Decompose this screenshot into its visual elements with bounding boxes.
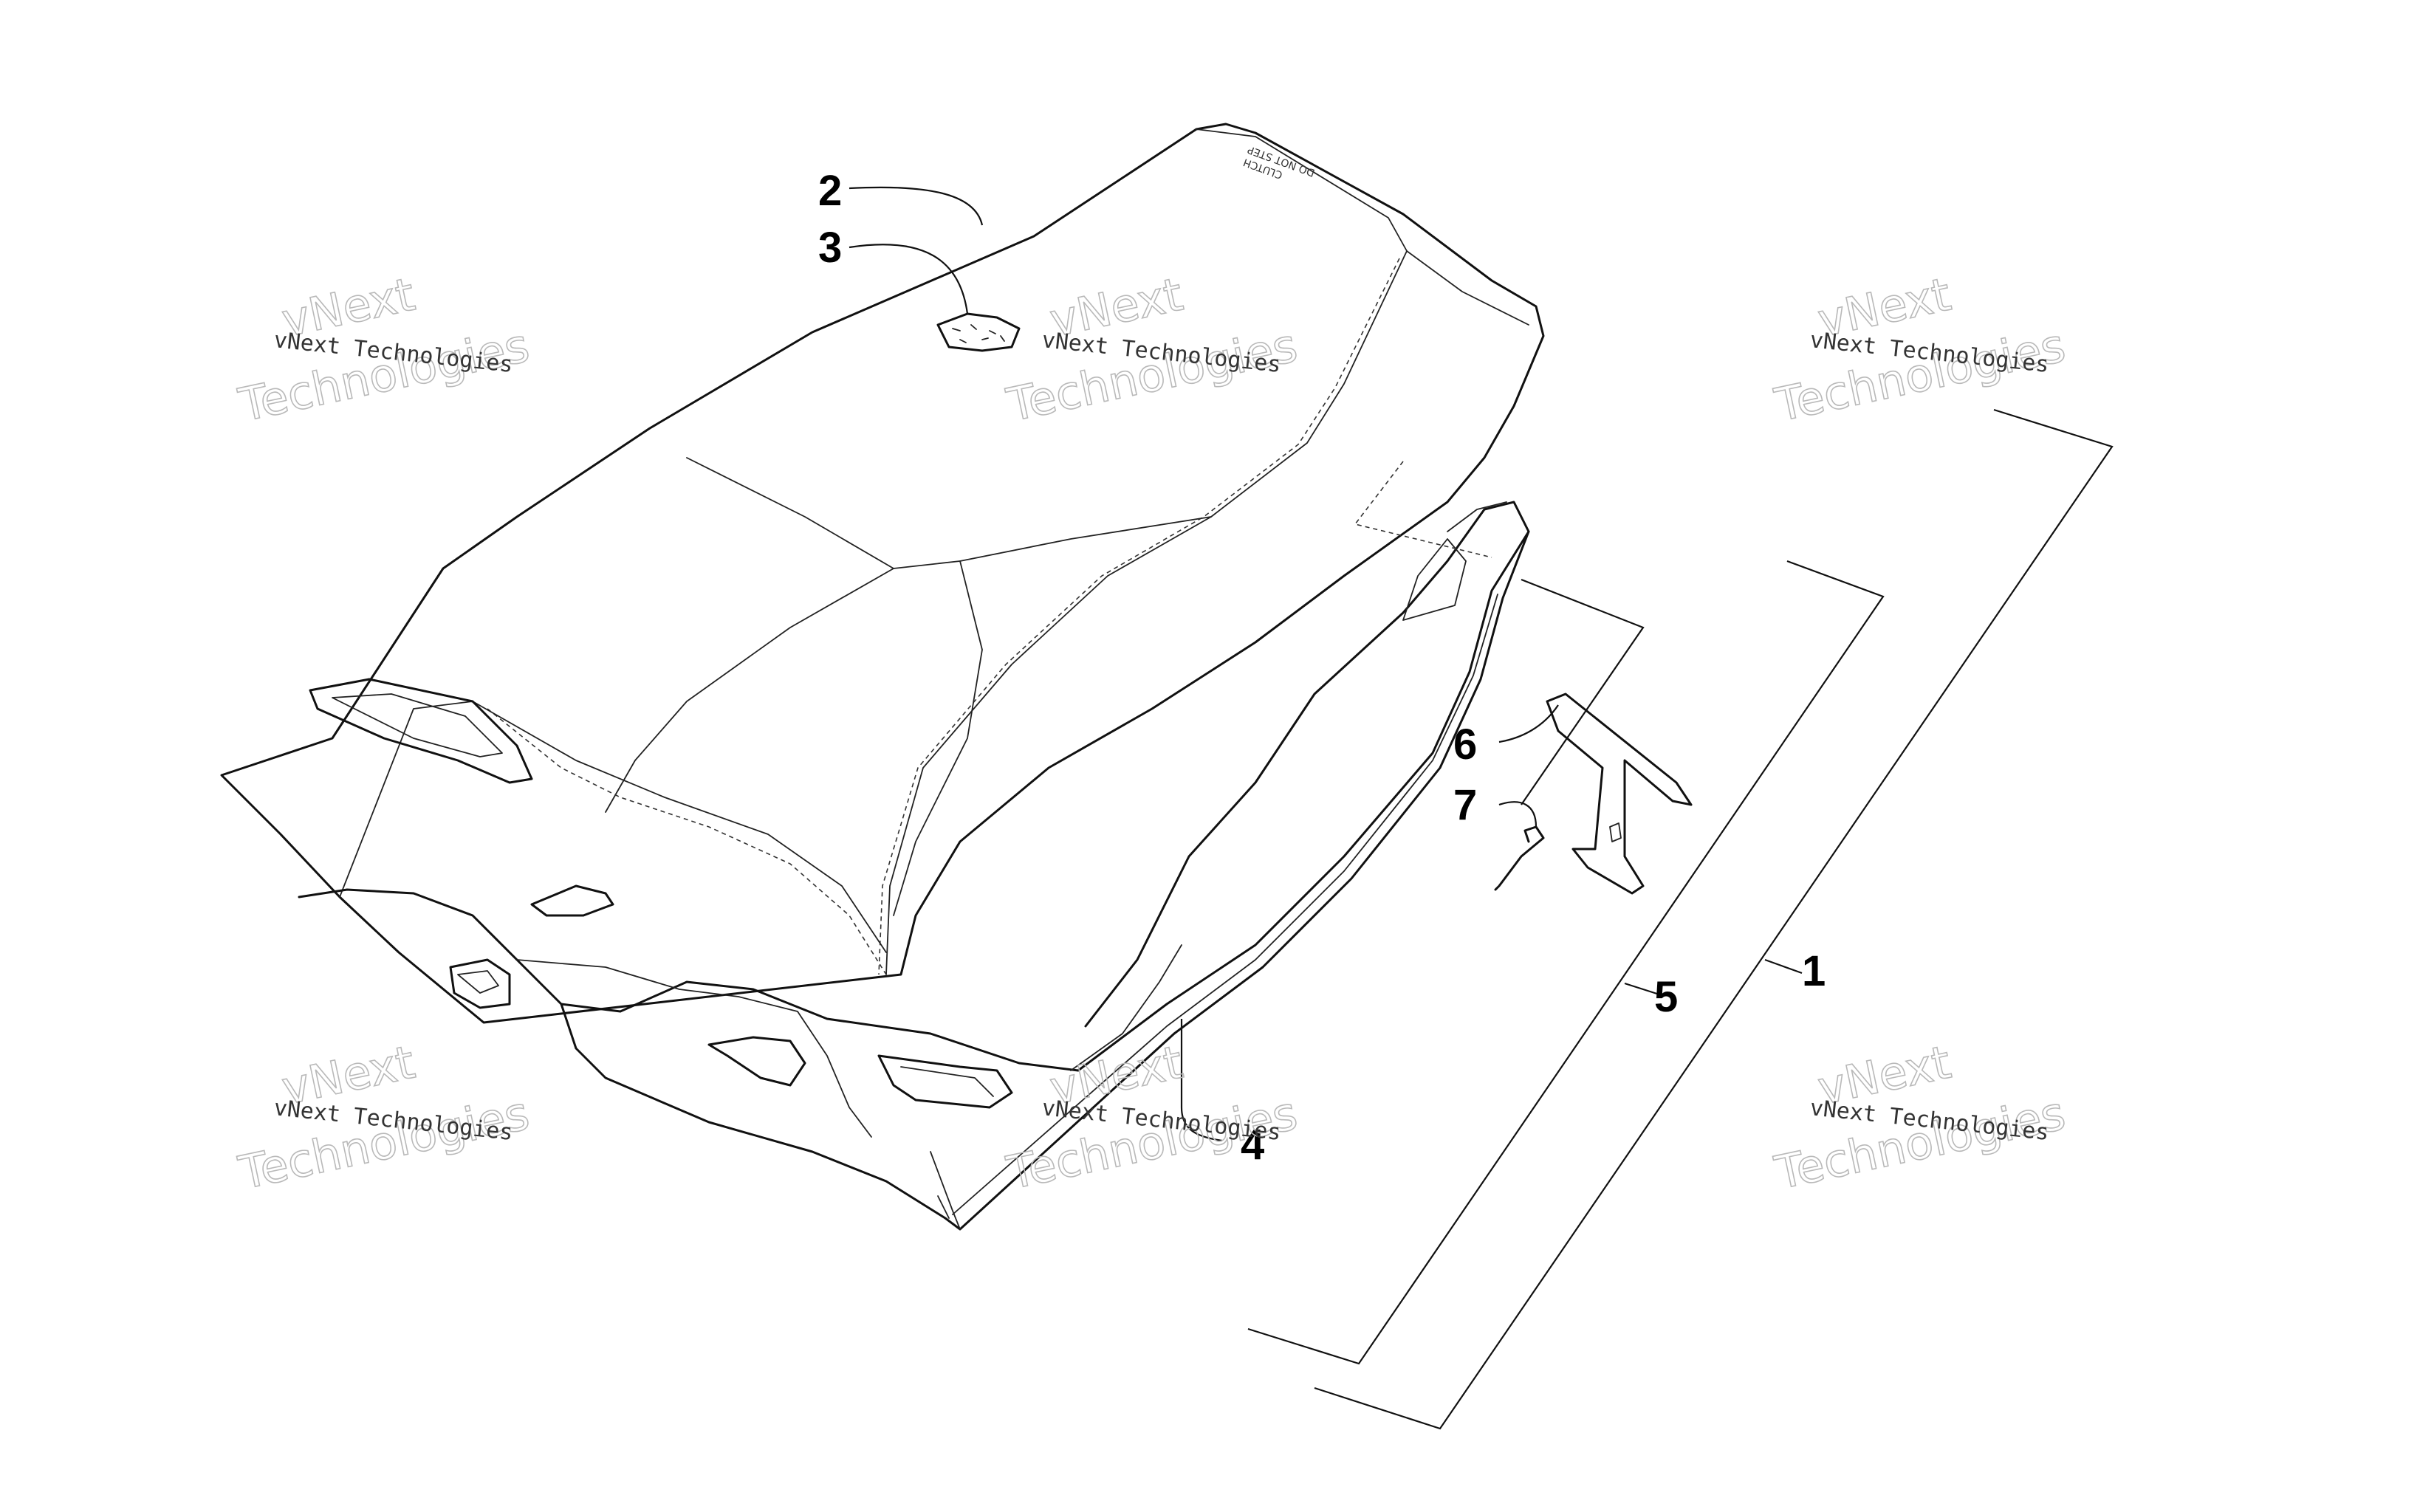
leader-5 <box>1624 982 1662 997</box>
seat-base-detail-1 <box>516 959 872 1138</box>
bracket-hardware <box>1494 693 1693 895</box>
watermark-bottom-right: vNext Technologies vNext Technologies <box>1769 1034 2070 1200</box>
group-bracket-1 <box>1314 408 2114 1430</box>
leader-6 <box>1498 704 1559 743</box>
mounting-bracket-hole <box>1609 822 1622 842</box>
group-brackets <box>1247 408 2114 1430</box>
seat-grab-handle <box>449 958 511 1009</box>
seat-cover-outline <box>220 123 1545 1024</box>
seat-base-lower-rim <box>560 530 1530 1231</box>
mounting-bracket <box>1546 693 1693 895</box>
seat-base-detail-4 <box>1447 501 1507 532</box>
watermark-top-center: vNext Technologies vNext Technologies <box>1001 267 1302 433</box>
callout-4: 4 <box>1241 1121 1264 1169</box>
seat-ridge-stitch <box>878 258 1400 975</box>
callout-1: 1 <box>1802 947 1826 995</box>
seat-base-outline <box>298 501 1530 1072</box>
group-bracket-5 <box>1247 560 1885 1365</box>
seat-panel-line-2 <box>893 560 983 916</box>
seat-front-stitch <box>487 708 887 975</box>
leader-2 <box>849 186 984 226</box>
callout-6: 6 <box>1453 721 1477 769</box>
seat-base-detail-2 <box>1070 944 1182 1071</box>
seat-front-edge <box>339 701 887 953</box>
callout-2: 2 <box>818 167 842 215</box>
leader-1 <box>1764 958 1803 975</box>
seat-base-rim-inner <box>952 594 1498 1215</box>
seat-assembly: CLUTCH DO NOT STEP <box>220 123 1545 1231</box>
seat-left-wing-inner <box>332 693 503 757</box>
seat-crown-seam <box>1196 128 1529 326</box>
seat-slot-right-inner <box>900 1066 994 1097</box>
callout-labels: 2 3 6 7 4 5 1 <box>818 167 1826 1169</box>
seat-panel-line-1 <box>686 457 1212 569</box>
seat-panel-line-3 <box>605 568 894 813</box>
seat-base-detail-3 <box>1402 538 1467 621</box>
watermark-bottom-left: vNext Technologies vNext Technologies <box>233 1034 534 1200</box>
seat-grab-handle-inner <box>457 970 499 994</box>
watermark-top-left: vNext Technologies vNext Technologies <box>233 267 534 433</box>
group-bracket-inner <box>1521 578 1645 805</box>
leader-7 <box>1498 801 1538 828</box>
watermark-bottom-center: vNext Technologies vNext Technologies <box>1001 1034 1302 1200</box>
rivet <box>1494 825 1545 891</box>
leader-lines <box>849 186 1803 1142</box>
leader-4 <box>1180 1019 1223 1142</box>
seat-ridge-line <box>885 250 1408 975</box>
hidden-bracket-dashes <box>1354 461 1492 558</box>
foam-patch <box>936 312 1021 352</box>
callout-7: 7 <box>1453 781 1477 829</box>
leader-3 <box>849 244 969 315</box>
seat-slot-left <box>707 1036 806 1087</box>
watermark-top-right: vNext Technologies vNext Technologies <box>1769 267 2070 433</box>
seat-left-wing <box>309 678 533 784</box>
callout-3: 3 <box>818 224 842 272</box>
foam-patch-texture <box>952 324 1005 343</box>
callout-5: 5 <box>1654 973 1678 1021</box>
seat-left-tab <box>530 884 614 917</box>
seat-base-front-lip <box>930 1151 961 1230</box>
seat-slot-right <box>877 1054 1013 1109</box>
